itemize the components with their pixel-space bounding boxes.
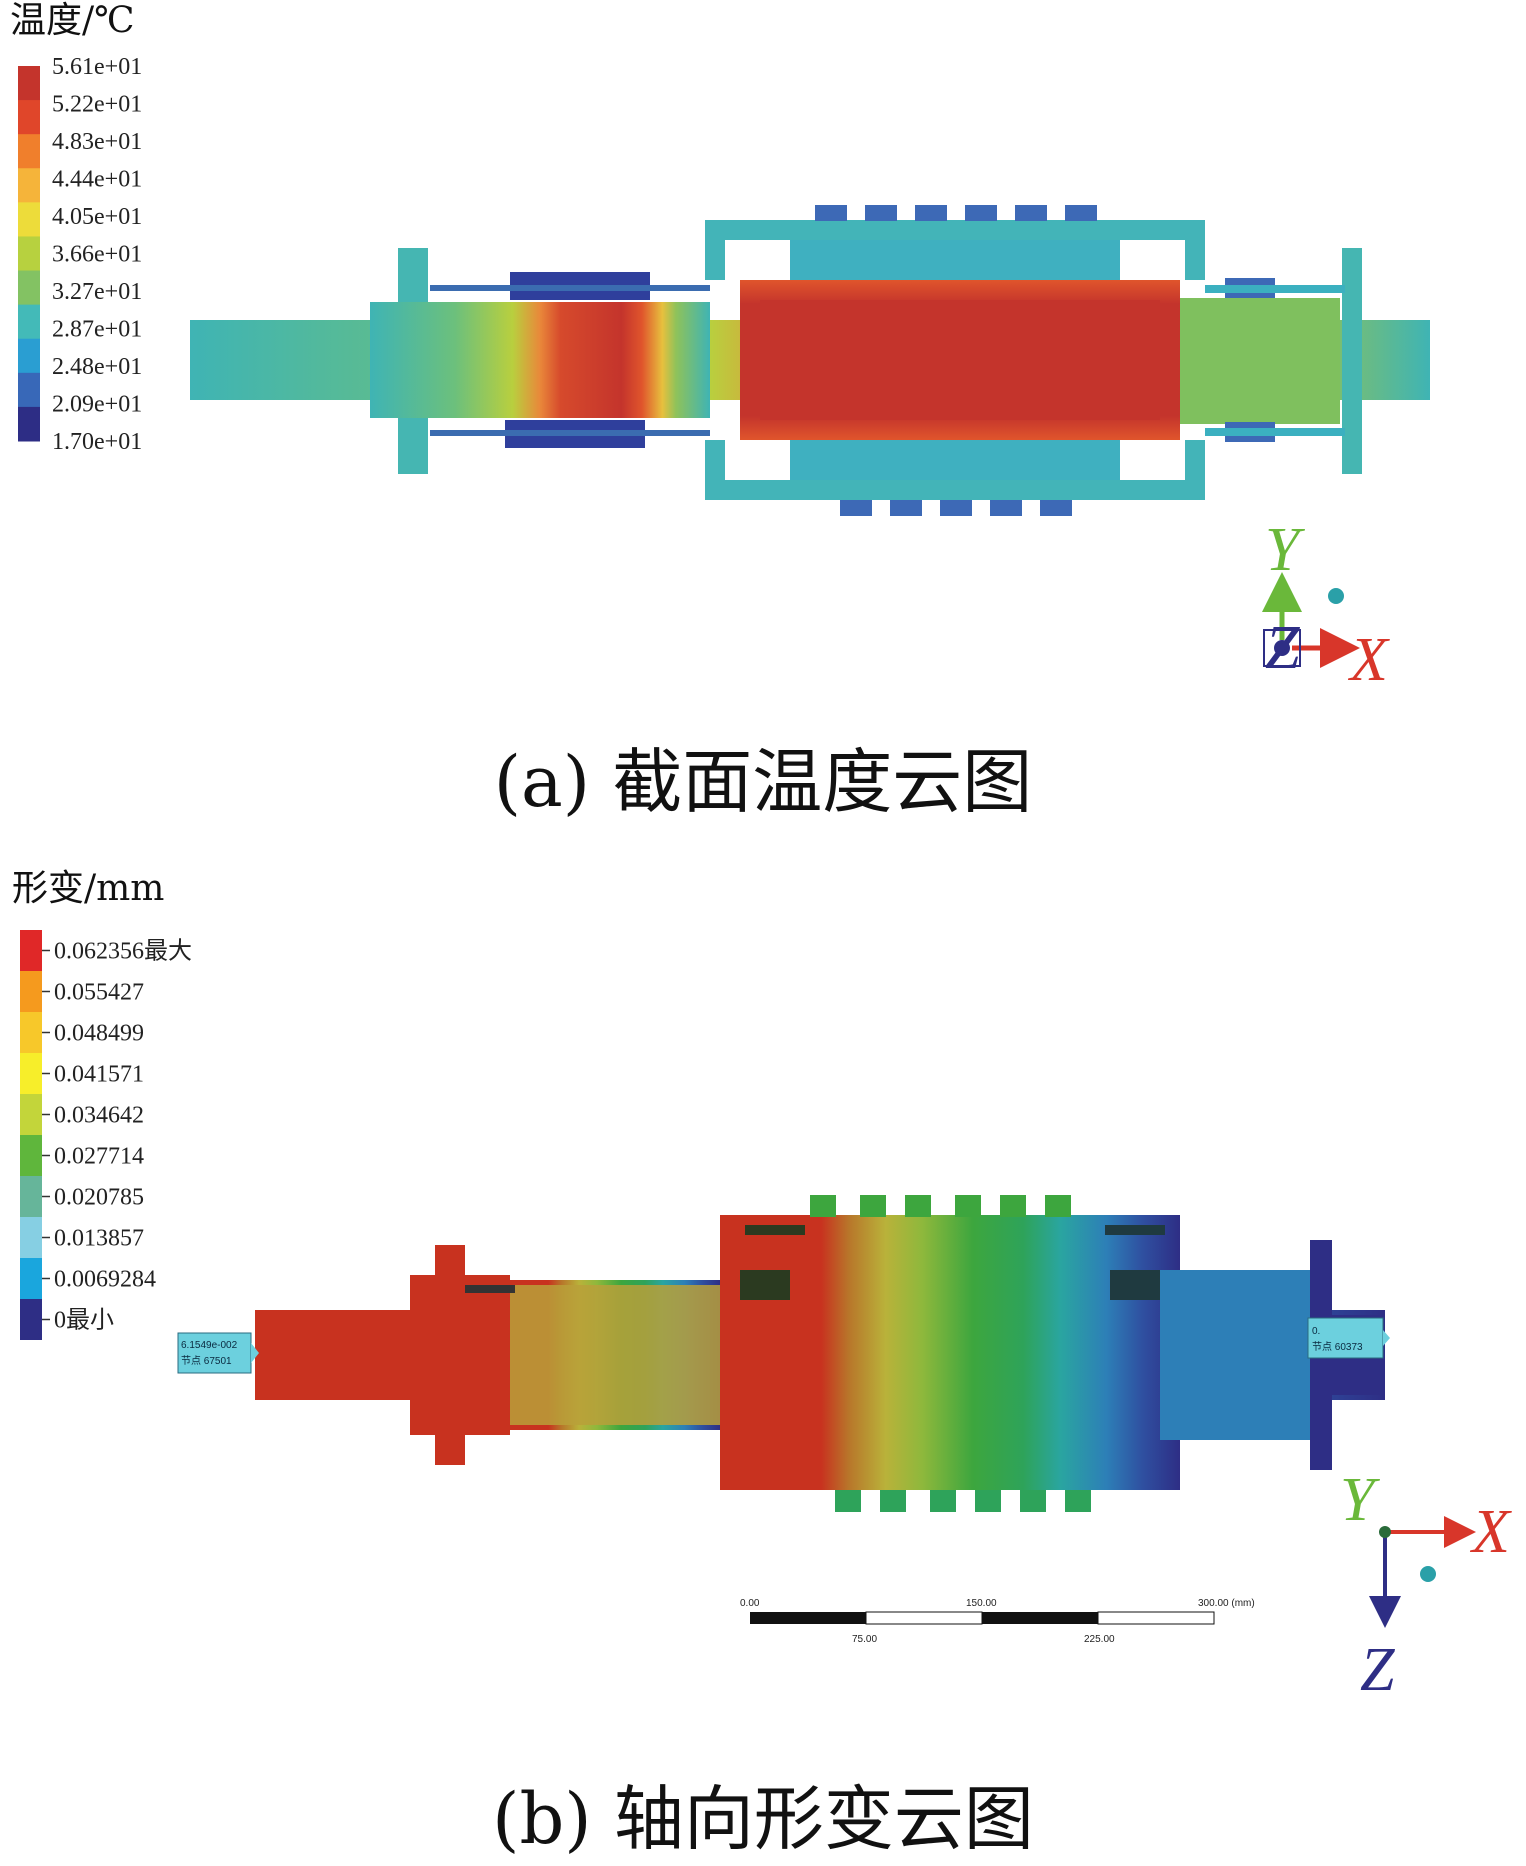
temperature-legend-label: 4.44e+01 bbox=[52, 167, 142, 193]
deform-core bbox=[720, 1215, 1180, 1490]
probe-min-value: 0. bbox=[1312, 1326, 1320, 1337]
temperature-legend-swatch bbox=[18, 134, 40, 169]
temperature-legend-swatch bbox=[18, 304, 40, 340]
top-fins bbox=[815, 205, 1097, 221]
temperature-legend-label: 2.87e+01 bbox=[52, 317, 142, 343]
scale-top-2: 300.00 (mm) bbox=[1198, 1598, 1255, 1609]
deformation-legend-label: 0最小 bbox=[54, 1307, 114, 1334]
deform-top-fins bbox=[810, 1195, 1071, 1217]
probe-min-node: 节点 60373 bbox=[1312, 1341, 1363, 1353]
axis-y-label: Y bbox=[1265, 516, 1305, 584]
deformation-legend-swatch bbox=[20, 1012, 42, 1053]
housing-top bbox=[705, 220, 1205, 240]
triad-dot bbox=[1328, 588, 1344, 604]
probe-max-node: 节点 67501 bbox=[181, 1355, 232, 1367]
temperature-legend-swatch bbox=[18, 168, 40, 203]
axis-z-label: Z bbox=[1265, 614, 1300, 682]
caption-a: (a) 截面温度云图 bbox=[494, 741, 1033, 823]
deformation-legend-label: 0.027714 bbox=[54, 1144, 144, 1170]
deformation-legend-label: 0.041571 bbox=[54, 1062, 144, 1088]
deformation-legend-label: 0.062356最大 bbox=[54, 938, 192, 965]
temperature-legend-label: 4.83e+01 bbox=[52, 129, 142, 155]
temperature-legend-swatch bbox=[18, 270, 40, 306]
temperature-legend-label: 3.66e+01 bbox=[52, 242, 142, 268]
temperature-legend-swatch bbox=[18, 236, 40, 272]
scale-bottom-0: 75.00 bbox=[852, 1634, 877, 1645]
temperature-legend-label: 3.27e+01 bbox=[52, 279, 142, 305]
scale-top-1: 150.00 bbox=[966, 1598, 997, 1609]
axis-triad-b: Y X Z bbox=[1340, 1466, 1512, 1704]
deformation-legend-label: 0.0069284 bbox=[54, 1267, 156, 1293]
temperature-legend-label: 5.22e+01 bbox=[52, 92, 142, 118]
probe-max-value: 6.1549e-002 bbox=[181, 1340, 238, 1351]
probe-min: 0. 节点 60373 bbox=[1307, 1317, 1390, 1359]
deformation-legend-swatch bbox=[20, 1094, 42, 1135]
housing-bottom bbox=[705, 480, 1205, 500]
temperature-legend-label: 4.05e+01 bbox=[52, 204, 142, 230]
deformation-legend-swatch bbox=[20, 1176, 42, 1217]
axis-y-label-b: Y bbox=[1340, 1466, 1380, 1534]
scale-top-0: 0.00 bbox=[740, 1598, 760, 1609]
deformation-legend: 0.062356最大 0.055427 0.048499 0.041571 0.0346… bbox=[20, 930, 192, 1340]
deformation-legend-label: 0.048499 bbox=[54, 1021, 144, 1047]
temperature-legend-swatch bbox=[18, 372, 40, 408]
axis-x-label-b: X bbox=[1469, 1498, 1512, 1566]
bottom-fins bbox=[840, 500, 1072, 516]
temperature-legend-swatch bbox=[18, 100, 40, 135]
temperature-rotor-section bbox=[190, 205, 1430, 516]
temperature-legend-label: 2.48e+01 bbox=[52, 354, 142, 380]
temperature-legend-swatch bbox=[18, 66, 40, 101]
deformation-legend-swatch bbox=[20, 1217, 42, 1258]
temperature-legend-swatch bbox=[18, 338, 40, 374]
deformation-legend-swatch bbox=[20, 1135, 42, 1176]
axis-x-label: X bbox=[1347, 626, 1390, 694]
deformation-legend-swatch bbox=[20, 1053, 42, 1094]
caption-b: (b) 轴向形变云图 bbox=[492, 1778, 1034, 1860]
deformation-legend-title: 形变/mm bbox=[12, 868, 164, 909]
deformation-rotor: 6.1549e-002 节点 67501 0. 节点 60373 bbox=[177, 1195, 1390, 1512]
panel-b: 形变/mm 0.062356最大 0.055427 0.048499 0.041571… bbox=[12, 868, 1512, 1860]
temperature-legend-swatch bbox=[18, 406, 40, 442]
deformation-legend-label: 0.055427 bbox=[54, 980, 144, 1006]
left-shaft-step bbox=[370, 302, 710, 418]
core-hot-zone bbox=[760, 300, 1160, 420]
probe-max: 6.1549e-002 节点 67501 bbox=[177, 1332, 259, 1374]
deformation-legend-label: 0.034642 bbox=[54, 1103, 144, 1129]
deformation-legend-swatch bbox=[20, 1258, 42, 1299]
deformation-legend-swatch bbox=[20, 1299, 42, 1340]
axis-z-label-b: Z bbox=[1360, 1636, 1395, 1704]
right-flange bbox=[1342, 248, 1362, 474]
scale-bar: 0.00 150.00 300.00 (mm) 75.00 225.00 bbox=[740, 1598, 1255, 1645]
temperature-legend-swatch bbox=[18, 202, 40, 237]
right-shaft-step bbox=[1160, 298, 1340, 424]
temperature-legend-label: 5.61e+01 bbox=[52, 54, 142, 80]
temperature-legend-label: 1.70e+01 bbox=[52, 429, 142, 455]
deform-bottom-fins bbox=[835, 1490, 1091, 1512]
temperature-legend-title: 温度/℃ bbox=[10, 0, 134, 41]
deformation-legend-swatch bbox=[20, 971, 42, 1012]
axis-triad-a: Y Z X bbox=[1262, 516, 1390, 694]
deformation-legend-swatch bbox=[20, 930, 42, 971]
scale-bottom-1: 225.00 bbox=[1084, 1634, 1115, 1645]
temperature-legend: 5.61e+01 5.22e+01 4.83e+01 4.44e+01 4.05e+01… bbox=[18, 54, 142, 455]
panel-a: 温度/℃ 5.61e+01 5.22e+01 4.83e+01 4.44e+01 4.0… bbox=[10, 0, 1430, 823]
deformation-legend-label: 0.020785 bbox=[54, 1185, 144, 1211]
deformation-legend-label: 0.013857 bbox=[54, 1226, 144, 1252]
temperature-legend-label: 2.09e+01 bbox=[52, 392, 142, 418]
